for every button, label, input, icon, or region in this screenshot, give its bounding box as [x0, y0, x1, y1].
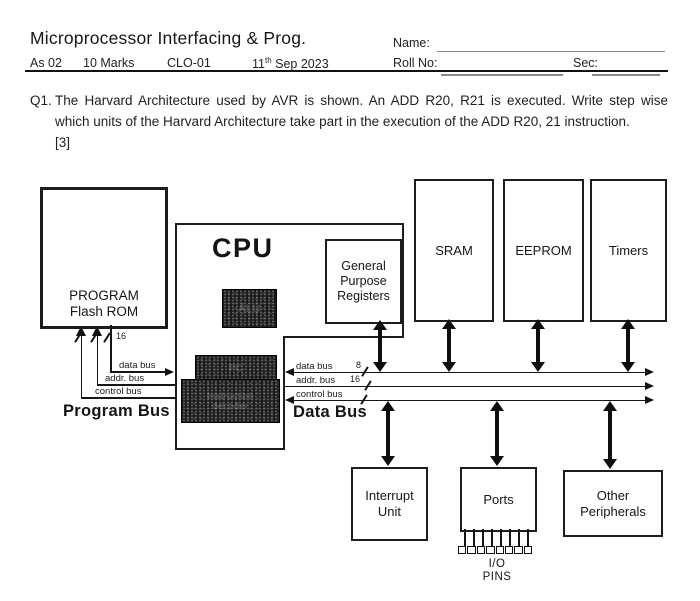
assignment-no: As 02 [30, 56, 62, 70]
data-bus-data-right-arrowhead [645, 367, 654, 376]
question-number: Q1. [30, 93, 52, 108]
box-eeprom: EEPROM [503, 179, 584, 322]
data-bus-addr-label: addr. bus [296, 375, 336, 386]
io-pin-line [500, 529, 502, 547]
program-bus-data-line [110, 371, 166, 373]
roll-no-label: Roll No: [393, 56, 438, 70]
interrupt-unit-label: Interrupt Unit [365, 488, 414, 519]
box-program-flash-rom: PROGRAM Flash ROM [40, 187, 168, 329]
marks-total: 10 Marks [83, 56, 135, 70]
program-bus-width-label: 16 [116, 331, 127, 341]
arrow-sram-databus [442, 319, 456, 372]
io-pins-label-line2: PINS [482, 571, 512, 583]
arrow-ports-databus [490, 401, 504, 466]
data-bus-addr-width: 16 [350, 374, 361, 384]
sec-blank-line [592, 74, 660, 76]
data-bus-control-right-arrowhead [645, 395, 654, 404]
io-pin-line [527, 529, 529, 547]
page-title: Microprocessor Interfacing & Prog. [30, 28, 307, 48]
program-bus-addr-vert [96, 335, 99, 385]
program-bus-data-vert [110, 325, 112, 372]
cpu-instruction-decoder-block: Instruction decoder [181, 379, 280, 423]
box-other-peripherals: Other Peripherals [563, 470, 663, 537]
io-pin-line [491, 529, 493, 547]
timers-label: Timers [608, 242, 649, 258]
program-bus-data-arrowhead [165, 367, 174, 376]
arrow-gpr-databus [373, 320, 387, 372]
program-flash-rom-label: PROGRAM Flash ROM [69, 288, 139, 319]
io-pin-line [473, 529, 475, 547]
cpu-alu-block: ALU [222, 289, 277, 328]
data-bus-data-line [293, 371, 646, 374]
cpu-border-right [402, 223, 404, 338]
name-blank-line [437, 51, 665, 53]
arrow-interrupt-databus [381, 401, 395, 466]
box-ports: Ports [460, 467, 537, 532]
cpu-pc-block: PC [195, 355, 277, 380]
gpr-label: General Purpose Registers [337, 259, 390, 303]
eeprom-label: EEPROM [515, 242, 572, 258]
program-bus-title: Program Bus [63, 402, 170, 420]
cpu-border-inner [283, 336, 285, 450]
data-bus-control-left-arrowhead [285, 395, 294, 404]
header-rule [25, 70, 668, 73]
io-pin-line [518, 529, 520, 547]
data-bus-title: Data Bus [293, 403, 367, 421]
program-addr-bus-label: addr. bus [105, 373, 145, 384]
program-bus-control-vert [80, 335, 83, 398]
roll-blank-line [441, 74, 563, 76]
data-bus-addr-right-arrowhead [645, 381, 654, 390]
arrow-timers-databus [621, 319, 635, 372]
data-bus-control-line [293, 399, 646, 402]
box-timers: Timers [590, 179, 667, 322]
program-bus-addr-arrowhead [92, 326, 102, 336]
io-pins-label-line1: I/O [488, 558, 506, 570]
cpu-border-notch [283, 336, 404, 338]
box-general-purpose-registers: General Purpose Registers [325, 239, 402, 324]
data-bus-control-label: control bus [296, 389, 343, 400]
box-interrupt-unit: Interrupt Unit [351, 467, 428, 541]
program-control-bus-label: control bus [95, 386, 142, 397]
cpu-border-top [175, 223, 404, 225]
arrow-eeprom-databus [531, 319, 545, 372]
box-sram: SRAM [414, 179, 494, 322]
name-label: Name: [393, 36, 430, 50]
program-bus-control-arrowhead [76, 326, 86, 336]
ports-label: Ports [483, 491, 514, 507]
arrow-otherperipherals-databus [603, 401, 617, 469]
data-bus-addr-line [285, 385, 646, 388]
data-bus-left-arrowhead [285, 367, 294, 376]
io-pin-line [509, 529, 511, 547]
question-line2: which units of the Harvard Architecture … [55, 114, 630, 129]
program-data-bus-label: data bus [119, 360, 156, 371]
question-marks: [3] [55, 135, 71, 150]
other-peripherals-label: Other Peripherals [580, 487, 646, 519]
data-bus-data-width: 8 [356, 360, 362, 370]
exam-date: 11th Sep 2023 [252, 56, 329, 72]
cpu-label: CPU [212, 233, 274, 263]
cpu-border-bottom [175, 448, 285, 450]
clo-code: CLO-01 [167, 56, 211, 70]
question-line1: The Harvard Architecture used by AVR is … [55, 93, 668, 108]
io-pin-line [482, 529, 484, 547]
io-pin-connector-row [458, 546, 533, 554]
io-pin-line [464, 529, 466, 547]
cpu-border-left [175, 223, 177, 450]
data-bus-data-label: data bus [296, 361, 333, 372]
program-bus-addr-line [97, 384, 176, 386]
sram-label: SRAM [435, 242, 473, 258]
sec-label: Sec: [573, 56, 599, 70]
program-bus-control-line [81, 397, 176, 399]
